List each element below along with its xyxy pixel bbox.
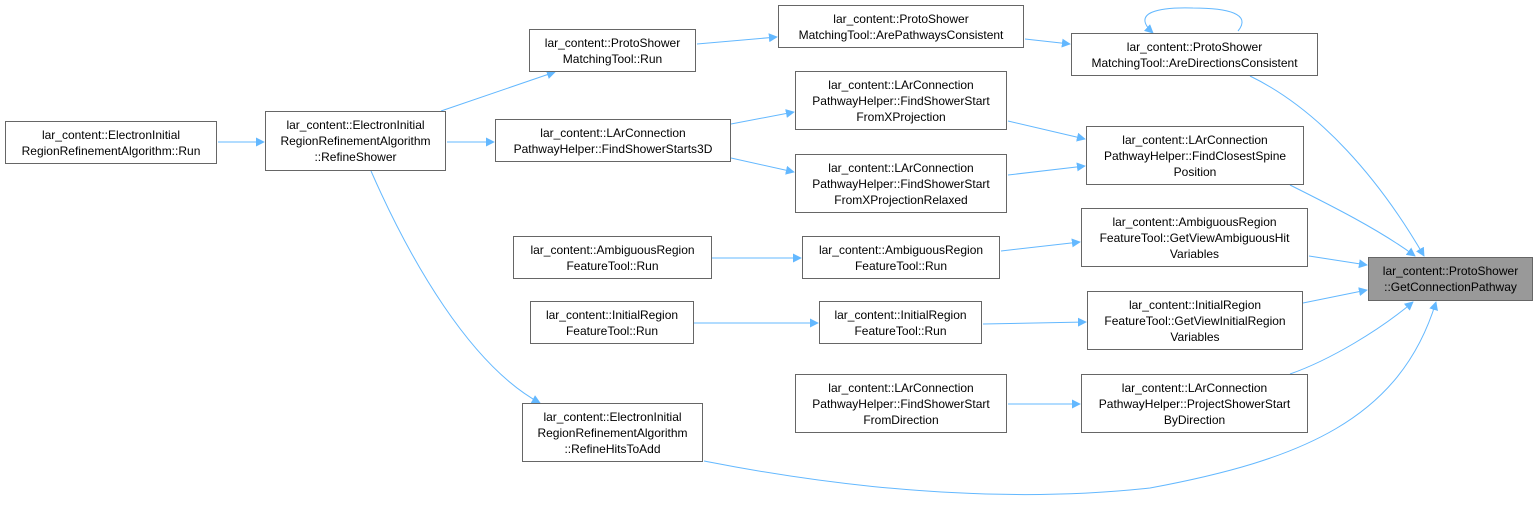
edge-n18-to-n2 [370, 170, 541, 404]
edge-n19-to-n12 [1308, 255, 1368, 269]
node-label-line: FeatureTool::Run [566, 258, 659, 273]
node-label-line: MatchingTool::ArePathwaysConsistent [798, 27, 1004, 42]
node-label-line: lar_content::ElectronInitial [543, 409, 682, 424]
node-label-line: Variables [1169, 246, 1220, 261]
node-label-line: FeatureTool::GetViewInitialRegion [1104, 313, 1286, 328]
node-label-line: lar_content::AmbiguousRegion [818, 242, 984, 257]
node-label-line: FeatureTool::Run [565, 323, 659, 338]
node-label-line: PathwayHelper::FindShowerStart [812, 93, 990, 108]
edge-n6-to-n5 [1024, 38, 1071, 48]
edge-n8-to-n4 [730, 157, 795, 175]
node-label-line: ::RefineShower [314, 150, 397, 164]
edge-n15-to-n14 [982, 317, 1087, 327]
node-label-line: FeatureTool::Run [854, 323, 947, 338]
node-label-line: FeatureTool::GetViewAmbiguousHit [1099, 230, 1290, 245]
node-label-line: ::GetConnectionPathway [1384, 280, 1517, 294]
node-label-line: RegionRefinementAlgorithm::Run [21, 143, 201, 158]
node-label-line: PathwayHelper::FindShowerStarts3D [513, 141, 713, 156]
node-label-line: FromXProjection [856, 109, 946, 124]
node-label-line: FeatureTool::Run [854, 258, 948, 273]
edge-n3-to-n2 [440, 70, 556, 112]
node-label-line: lar_content::ProtoShower [544, 35, 681, 50]
node-label-line: MatchingTool::AreDirectionsConsistent [1091, 55, 1298, 70]
node-label-line: PathwayHelper::FindShowerStart [812, 176, 990, 191]
edge-n19-to-n9 [1289, 184, 1416, 257]
node-label-line: lar_content::InitialRegion [1128, 297, 1262, 312]
node-label-line: PathwayHelper::FindShowerStart [812, 396, 990, 411]
node-label-line: Position [1173, 164, 1217, 179]
node-label-line: FromXProjectionRelaxed [834, 192, 968, 207]
edge-n9-to-n7 [1007, 120, 1086, 142]
node-label-line: lar_content::InitialRegion [834, 307, 967, 322]
node-label-line: lar_content::InitialRegion [545, 307, 679, 322]
edge-n19-to-n6 [1249, 75, 1425, 257]
node-label-line: lar_content::ProtoShower [1382, 264, 1519, 278]
node-label-line: lar_content::AmbiguousRegion [1112, 214, 1277, 229]
node-label-line: lar_content::LArConnection [1122, 132, 1268, 147]
node-label-line: lar_content::ElectronInitial [286, 118, 425, 132]
node-label-line: lar_content::LArConnection [828, 77, 974, 92]
node-label-line: MatchingTool::Run [562, 51, 663, 66]
node-label-line: PathwayHelper::FindClosestSpine [1103, 148, 1287, 163]
node-label-line: lar_content::LArConnection [1121, 380, 1268, 395]
node-label-line: lar_content::ProtoShower [833, 11, 969, 26]
node-label-line: lar_content::ElectronInitial [41, 127, 181, 142]
node-label-line: RegionRefinementAlgorithm [537, 425, 688, 440]
edge-n6-to-n6 [1143, 7, 1243, 34]
node-label-line: lar_content::LArConnection [828, 380, 974, 395]
edge-n9-to-n8 [1007, 162, 1086, 176]
node-label-line: ByDirection [1163, 412, 1226, 427]
edge-n19-to-n17 [1289, 301, 1414, 375]
node-label-line: PathwayHelper::ProjectShowerStart [1098, 396, 1291, 411]
node-label-line: lar_content::AmbiguousRegion [530, 242, 695, 257]
node-label-line: ::RefineHitsToAdd [564, 441, 661, 456]
edge-n19-to-n18 [703, 301, 1438, 495]
node-label-line: lar_content::LArConnection [540, 125, 686, 140]
edge-n12-to-n11 [1000, 238, 1081, 252]
target-node[interactable]: lar_content::ProtoShower::GetConnectionP… [1368, 257, 1533, 301]
node-label-line: RegionRefinementAlgorithm [280, 134, 431, 148]
edge-n19-to-n15 [1302, 287, 1368, 304]
node-label-line: lar_content::ProtoShower [1126, 39, 1263, 54]
node-label-line: FromDirection [863, 412, 939, 427]
edge-n7-to-n4 [730, 109, 795, 125]
node-label-line: Variables [1170, 329, 1220, 344]
edge-n5-to-n3 [696, 33, 778, 45]
node-label-line: lar_content::LArConnection [828, 160, 974, 175]
